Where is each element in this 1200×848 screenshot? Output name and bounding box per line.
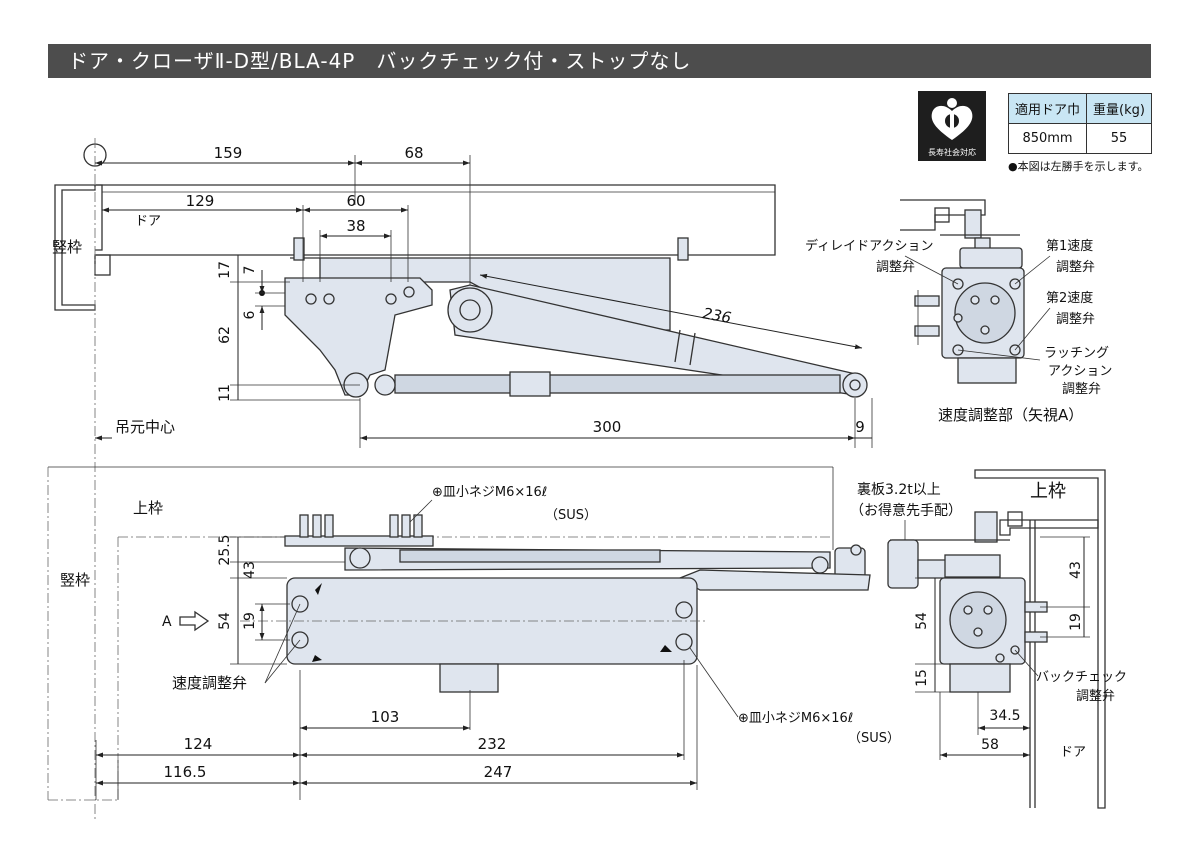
dim-247: 247 [484,763,513,781]
dim-124: 124 [184,735,213,753]
side-view: 43 19 54 15 34.5 58 裏板3.2t以上 （お得意先手配） 上枠… [850,469,1127,809]
front-mount-plate [284,535,434,547]
speed-delay-line2: 調整弁 [876,260,915,275]
speed2-line1: 第2速度 [1046,290,1093,306]
front-view: 25.5 43 54 19 103 124 232 116.5 247 上枠 竪… [47,466,900,801]
label-hinge-center: 吊元中心 [115,418,175,436]
latch-line2: アクション [1048,364,1112,379]
title-bar: ドア・クローザⅡ-D型/BLA-4P バックチェック付・ストップなし [48,44,1151,78]
dim-58: 58 [981,737,999,753]
closer-body-top [284,277,433,396]
latch-line3: 調整弁 [1062,382,1101,397]
dim-62: 62 [217,326,233,344]
speed-view-caption: 速度調整部（矢視A） [938,406,1083,424]
label-door-top: ドア [135,214,161,229]
label-door-side: ドア [1060,745,1086,760]
logo-label: 長寿社会対応 [928,148,976,157]
accessibility-mark-icon [931,98,973,140]
accessibility-logo: 長寿社会対応 [918,91,986,161]
dim-25-5: 25.5 [217,534,233,565]
dim-6: 6 [242,310,258,319]
dim-34-5: 34.5 [989,708,1020,724]
backcheck-line2: 調整弁 [1076,689,1115,704]
backplate-line2: （お得意先手配） [850,502,962,519]
frame-inner-profile [94,254,111,276]
spec-table-header-row: 適用ドア巾 重量(kg) [1007,93,1152,124]
dim-232: 232 [478,735,507,753]
spec-table-value-row: 850mm 55 [1007,123,1152,154]
backplate-line1: 裏板3.2t以上 [857,481,941,498]
dim-11: 11 [217,384,233,402]
spec-header-weight: 重量(kg) [1086,93,1152,124]
speed-adjust-view: ディレイドアクション 調整弁 第1速度 調整弁 第2速度 調整弁 ラッチング ア… [805,199,1112,424]
dim-116-5: 116.5 [164,763,207,781]
dim-129: 129 [186,192,215,210]
drawing-note: ●本図は左勝手を示します。 [1008,160,1149,173]
label-arrow-a: A [162,614,172,630]
dim-19-front: 19 [242,612,258,630]
dim-68: 68 [404,144,423,162]
spec-header-door-width: 適用ドア巾 [1007,93,1088,124]
dim-103: 103 [371,708,400,726]
top-frame-profile [974,469,1106,809]
speed1-line2: 調整弁 [1056,260,1095,275]
label-screw-top: ⊕皿小ネジM6×16ℓ [432,485,547,500]
spec-value-door-width: 850mm [1007,123,1088,154]
spec-value-weight: 55 [1086,123,1152,154]
door-leaf [96,184,776,256]
label-frame-front: 竪枠 [60,571,90,589]
backcheck-line1: バックチェック [1036,670,1127,685]
latch-line1: ラッチング [1044,346,1109,361]
dim-236: 236 [701,304,732,327]
label-screw-bottom-sus: （SUS） [848,731,900,746]
dim-17: 17 [217,261,233,279]
dim-9: 9 [855,418,865,436]
dim-300: 300 [593,418,622,436]
label-frame-top: 竪枠 [52,238,82,256]
label-top-frame-front: 上枠 [133,499,163,517]
dim-38: 38 [346,217,365,235]
dim-60: 60 [346,192,365,210]
closer-bottom-cap [439,663,499,693]
label-speed-valve: 速度調整弁 [172,674,247,692]
spec-table: 適用ドア巾 重量(kg) 850mm 55 [1007,93,1152,154]
connecting-rod [394,374,841,394]
dim-159: 159 [214,144,243,162]
dim-43-side: 43 [1068,561,1084,579]
arrow-a-icon [179,610,210,632]
speed2-line2: 調整弁 [1056,312,1095,327]
dim-19-side: 19 [1068,613,1084,631]
side-arm-block [887,539,919,589]
dim-54-side: 54 [914,612,930,630]
top-view: 159 68 129 60 38 236 300 9 17 7 6 62 [52,138,873,820]
label-top-frame-side: 上枠 [1030,481,1066,502]
dim-43-front: 43 [242,561,258,579]
dim-7: 7 [242,266,258,275]
label-screw-bottom: ⊕皿小ネジM6×16ℓ [738,711,853,726]
speed1-line1: 第1速度 [1046,238,1093,254]
page-title: ドア・クローザⅡ-D型/BLA-4P バックチェック付・ストップなし [68,49,692,73]
speed-delay-line1: ディレイドアクション [805,238,933,254]
dim-15-side: 15 [914,669,930,687]
label-screw-top-sus: （SUS） [545,508,597,523]
dim-54-front: 54 [217,612,233,630]
